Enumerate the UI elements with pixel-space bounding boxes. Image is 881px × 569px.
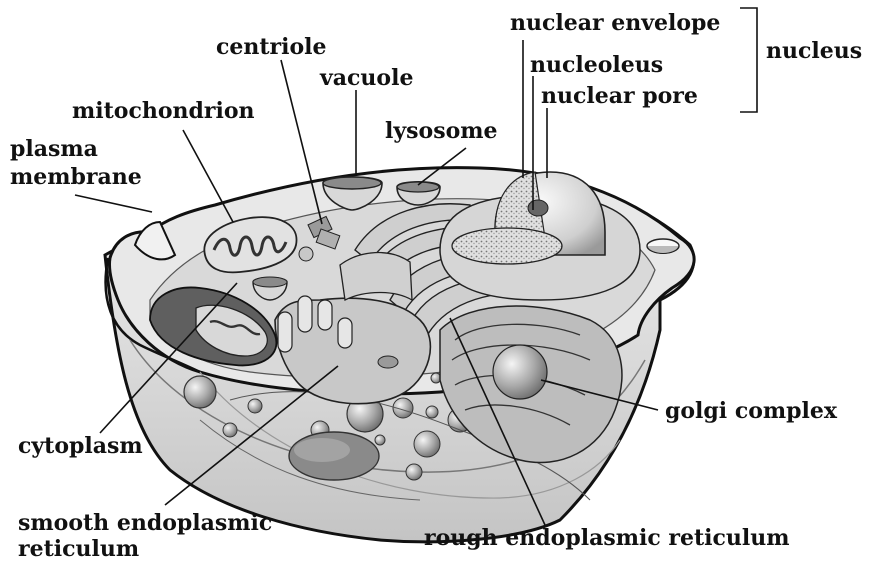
leader-smooth-er — [164, 365, 339, 506]
centriole-shape — [298, 215, 341, 262]
leader-rough-er — [449, 317, 546, 526]
mitochondrion-shape — [203, 216, 298, 274]
membrane-fold — [104, 257, 201, 374]
label-golgi-complex: golgi complex — [665, 398, 838, 424]
label-smooth-er-line2: reticulum — [18, 536, 139, 562]
right-vesicle — [646, 238, 680, 254]
label-centriole: centriole — [216, 34, 327, 60]
mitochondrion-left — [149, 286, 278, 367]
bowl-shade-line — [199, 371, 621, 499]
leader-centriole — [280, 59, 323, 225]
label-cytoplasm: cytoplasm — [18, 433, 143, 459]
small-vesicle-cup — [252, 276, 288, 301]
nucleus-bracket — [740, 7, 758, 113]
label-mitochondrion: mitochondrion — [72, 98, 255, 124]
label-plasma: plasma — [10, 136, 98, 162]
membrane-notch — [133, 220, 177, 261]
nucleus-shape — [439, 171, 641, 301]
label-nucleoleus: nucleoleus — [530, 52, 663, 78]
smooth-er-shape — [274, 251, 432, 405]
leader-lysosome — [417, 147, 467, 186]
label-nucleus: nucleus — [766, 38, 862, 64]
leader-plasma-membrane — [74, 194, 153, 213]
label-nuclear-pore: nuclear pore — [541, 83, 698, 109]
label-membrane: membrane — [10, 164, 142, 190]
label-smooth-er-line1: smooth endoplasmic — [18, 510, 272, 536]
nucleolus — [527, 199, 549, 217]
cytoplasm-granules — [183, 372, 591, 501]
label-lysosome: lysosome — [385, 118, 498, 144]
leader-mitochondrion — [182, 129, 234, 223]
leader-lines — [74, 7, 758, 526]
leader-golgi-complex — [540, 379, 659, 411]
label-rough-er: rough endoplasmic reticulum — [424, 525, 790, 551]
label-vacuole: vacuole — [319, 65, 413, 91]
leader-cytoplasm — [99, 282, 238, 434]
rough-er-shape — [439, 305, 623, 464]
label-nuclear-envelope: nuclear envelope — [510, 10, 720, 36]
labels: nuclear envelope nucleoleus nuclear pore… — [10, 10, 862, 562]
lysosome-shape — [396, 180, 441, 206]
vacuole-shape — [322, 176, 383, 211]
golgi-vesicle — [492, 344, 548, 400]
